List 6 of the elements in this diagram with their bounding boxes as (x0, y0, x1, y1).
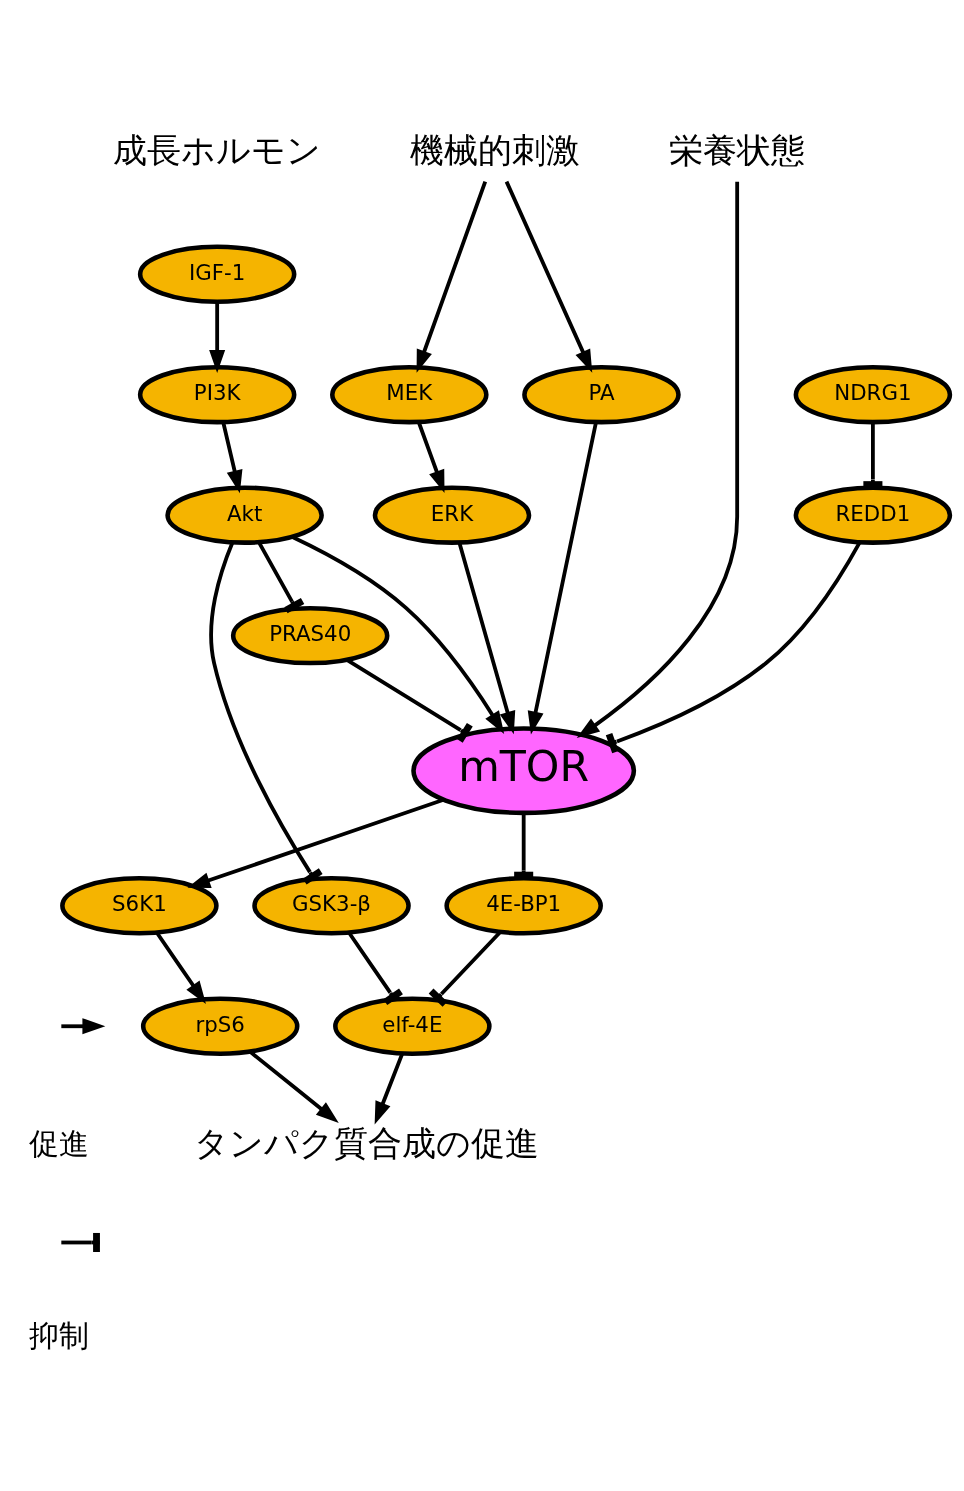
label: 成長ホルモン (112, 130, 321, 170)
node-text: 機械的刺激 (409, 130, 580, 170)
node-text: タンパク質合成の促進 (193, 1123, 539, 1163)
node-text: 栄養状態 (668, 130, 805, 170)
legend-label: 抑制 (28, 1317, 89, 1353)
legend-label: 促進 (28, 1125, 89, 1161)
